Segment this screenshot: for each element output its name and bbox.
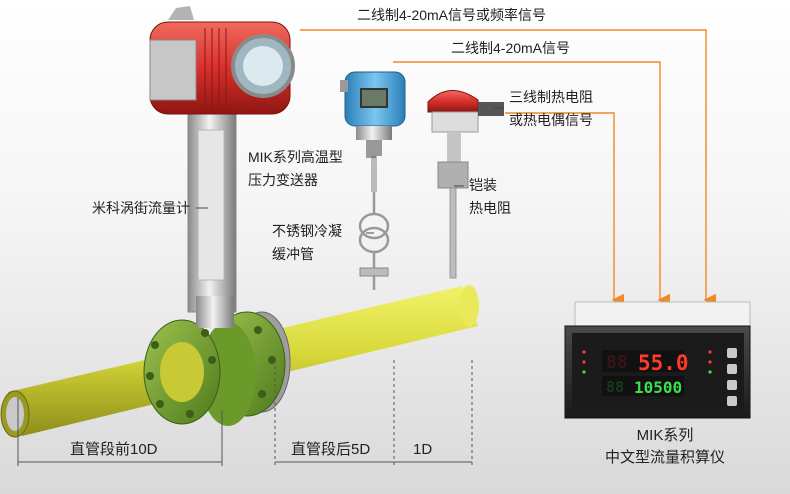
label-rtd-signal-line2: 或热电偶信号 [509,112,593,128]
temperature-sensor [427,90,504,279]
label-one-d: 1D [413,441,433,458]
label-rtd-signal-line1: 三线制热电阻 [509,89,593,105]
led-bottom-dim: 88 [606,378,624,396]
led-top-value: 55.0 [638,351,689,375]
label-straight-before: 直管段前10D [70,441,158,458]
label-pressure-transmitter-line1: MIK系列高温型 [248,149,343,165]
label-condensing-pipe-line2: 缓冲管 [272,246,314,262]
signal-line-temperature [505,112,625,307]
label-totalizer-line2: 中文型流量积算仪 [604,449,725,466]
signal-lines [300,29,717,307]
led-bottom-value: 10500 [634,378,682,397]
flowmeter-flanges [143,311,291,426]
pipe-end-right [459,285,479,327]
signal-line-pressure [393,61,671,307]
label-signal-2wire-or-freq: 二线制4-20mA信号或频率信号 [357,7,547,23]
label-armored-rtd-line2: 热电阻 [469,200,511,216]
label-vortex-flowmeter: 米科涡街流量计 [92,200,190,216]
signal-line-flowmeter [300,29,717,307]
label-pressure-transmitter-line2: 压力变送器 [248,172,318,188]
condensing-coil [358,192,390,290]
label-totalizer-line1: MIK系列 [636,427,694,444]
vortex-flowmeter [149,6,295,328]
label-condensing-pipe-line1: 不锈钢冷凝 [272,223,342,239]
label-signal-2wire: 二线制4-20mA信号 [451,40,571,56]
label-straight-after: 直管段后5D [291,441,371,458]
pressure-transmitter [340,71,406,192]
leader-lines [196,107,504,234]
dimension-lines [17,360,473,466]
led-top-dim: 88 [606,352,628,373]
label-armored-rtd-line1: 铠装 [469,177,497,193]
flow-totalizer [564,301,751,419]
